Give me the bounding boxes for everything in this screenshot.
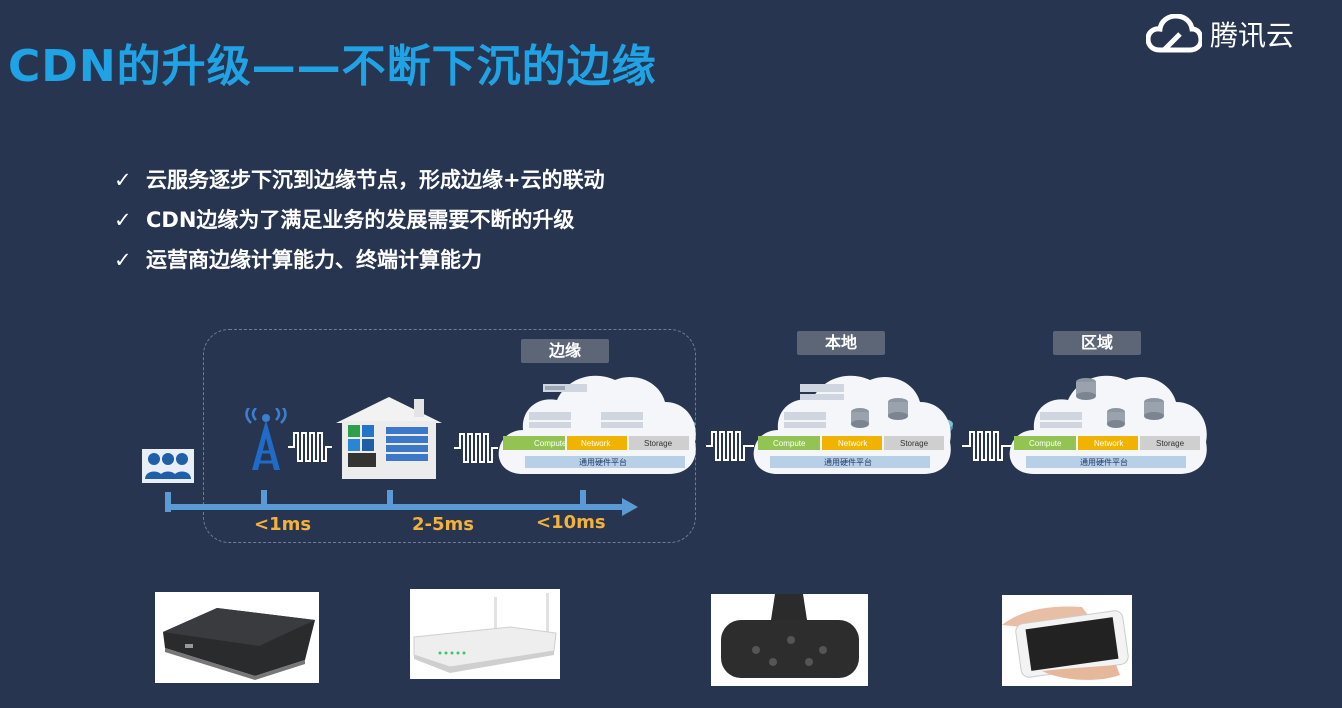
bullet-list: ✓ 云服务逐步下沉到边缘节点，形成边缘+云的联动 ✓ CDN边缘为了满足业务的发展需… — [114, 166, 605, 286]
storage-label: Storage — [1156, 439, 1185, 448]
bullet-item: ✓ 运营商边缘计算能力、终端计算能力 — [114, 246, 605, 286]
tier-label-local: 本地 — [797, 331, 885, 355]
link-zigzag — [706, 431, 754, 461]
tencent-cloud-logo: 腾讯云 — [1146, 14, 1294, 54]
network-label: Network — [581, 439, 611, 448]
cloud-local: Compute Network Storage 通用硬件平台 — [753, 375, 951, 474]
vr-headset-image — [711, 594, 868, 686]
check-icon: ✓ — [114, 208, 132, 232]
bullet-item: ✓ CDN边缘为了满足业务的发展需要不断的升级 — [114, 206, 605, 246]
latency-label: <10ms — [536, 512, 606, 533]
link-zigzag — [454, 433, 498, 463]
bullet-text: 运营商边缘计算能力、终端计算能力 — [146, 248, 482, 272]
edge-building-icon — [336, 397, 442, 479]
cloud-region: Compute Network Storage 通用硬件平台 — [1009, 375, 1207, 474]
latency-axis — [165, 490, 638, 516]
platform-label: 通用硬件平台 — [824, 457, 872, 467]
storage-label: Storage — [644, 439, 673, 448]
bullet-text: 云服务逐步下沉到边缘节点，形成边缘+云的联动 — [146, 168, 605, 192]
cell-tower-icon — [245, 408, 287, 470]
bullet-text: CDN边缘为了满足业务的发展需要不断的升级 — [146, 208, 575, 232]
cloud-edge: Compute Network Storage 通用硬件平台 — [498, 375, 696, 474]
platform-label: 通用硬件平台 — [1080, 457, 1128, 467]
compute-label: Compute — [1029, 439, 1062, 448]
logo-text: 腾讯云 — [1210, 19, 1295, 52]
tier-label-edge: 边缘 — [521, 339, 609, 363]
tier-label-region: 区域 — [1053, 331, 1141, 355]
storage-label: Storage — [900, 439, 929, 448]
check-icon: ✓ — [114, 248, 132, 272]
latency-label: 2-5ms — [412, 514, 474, 535]
set-top-box-image — [155, 592, 319, 683]
network-label: Network — [838, 439, 868, 448]
users-group-icon — [142, 449, 194, 483]
compute-label: Compute — [534, 439, 567, 448]
bullet-item: ✓ 云服务逐步下沉到边缘节点，形成边缘+云的联动 — [114, 166, 605, 206]
check-icon: ✓ — [114, 168, 132, 192]
wifi-router-image — [410, 589, 560, 679]
cloud-logo-icon — [1146, 14, 1202, 53]
link-zigzag — [962, 431, 1012, 461]
platform-label: 通用硬件平台 — [579, 457, 627, 467]
network-label: Network — [1094, 439, 1124, 448]
link-zigzag — [288, 432, 332, 462]
page-title: CDN的升级——不断下沉的边缘 — [8, 41, 657, 92]
smartphone-image — [1002, 595, 1132, 686]
compute-label: Compute — [773, 439, 806, 448]
latency-label: <1ms — [254, 514, 312, 535]
